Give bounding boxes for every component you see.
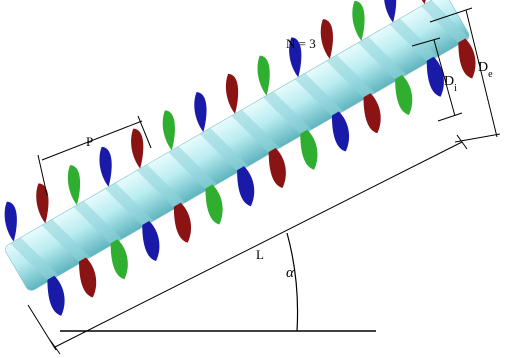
- flight-front: [458, 38, 476, 79]
- flights-back: [4, 0, 428, 242]
- flight-front: [237, 166, 255, 207]
- shaft-band: [357, 36, 407, 81]
- pitch-dimension-line: [41, 120, 143, 161]
- shaft-band: [263, 91, 312, 136]
- flight-front: [395, 75, 413, 115]
- flight-back: [131, 128, 144, 169]
- flight-front: [268, 148, 286, 188]
- outer-diameter-label: De: [478, 60, 493, 80]
- shaft-band: [326, 54, 375, 100]
- flight-count-label: N = 3: [286, 36, 316, 51]
- flight-front: [331, 111, 350, 152]
- shaft-band: [136, 164, 186, 209]
- inner-diameter-label: Di: [444, 74, 457, 94]
- flight-back: [4, 201, 17, 242]
- flights-front: [47, 38, 476, 316]
- shaft-band: [10, 237, 59, 282]
- flight-back: [36, 183, 49, 224]
- flight-front: [47, 275, 65, 316]
- flight-back: [194, 92, 207, 132]
- flight-front: [363, 93, 381, 134]
- flight-back: [352, 0, 365, 41]
- flight-back: [225, 73, 239, 114]
- shaft-band: [41, 219, 91, 264]
- shaft-band: [231, 109, 281, 154]
- shaft-band: [199, 127, 249, 173]
- di-dimension-line: [433, 39, 456, 117]
- flight-back: [67, 165, 81, 205]
- shaft-band: [105, 182, 154, 227]
- length-dimension-line: [54, 141, 463, 348]
- angle-label: α: [286, 265, 295, 281]
- shaft-band: [168, 146, 217, 191]
- shaft-stripes: [10, 0, 470, 282]
- shaft-band: [389, 18, 439, 63]
- screw-shaft: [5, 0, 470, 291]
- flight-back: [289, 37, 302, 78]
- flight-back: [257, 55, 270, 96]
- angle-arc: [286, 232, 299, 332]
- pitch-label: P: [86, 134, 93, 149]
- flight-front: [79, 257, 97, 298]
- flight-front: [426, 56, 444, 97]
- dimension-lines: [27, 7, 501, 355]
- flight-front: [142, 221, 160, 261]
- shaft-band: [73, 200, 123, 246]
- flight-front: [173, 202, 192, 243]
- flight-back: [384, 0, 397, 23]
- flight-front: [300, 129, 318, 170]
- de-dimension-line: [465, 9, 498, 138]
- shaft-band: [421, 0, 470, 45]
- flight-back: [162, 110, 175, 151]
- length-label: L: [256, 247, 264, 262]
- flight-back: [99, 146, 112, 187]
- screw-assembly: [4, 0, 476, 316]
- flight-front: [110, 239, 128, 280]
- shaft-band: [294, 73, 344, 118]
- flight-front: [205, 184, 223, 225]
- flight-back: [320, 19, 333, 59]
